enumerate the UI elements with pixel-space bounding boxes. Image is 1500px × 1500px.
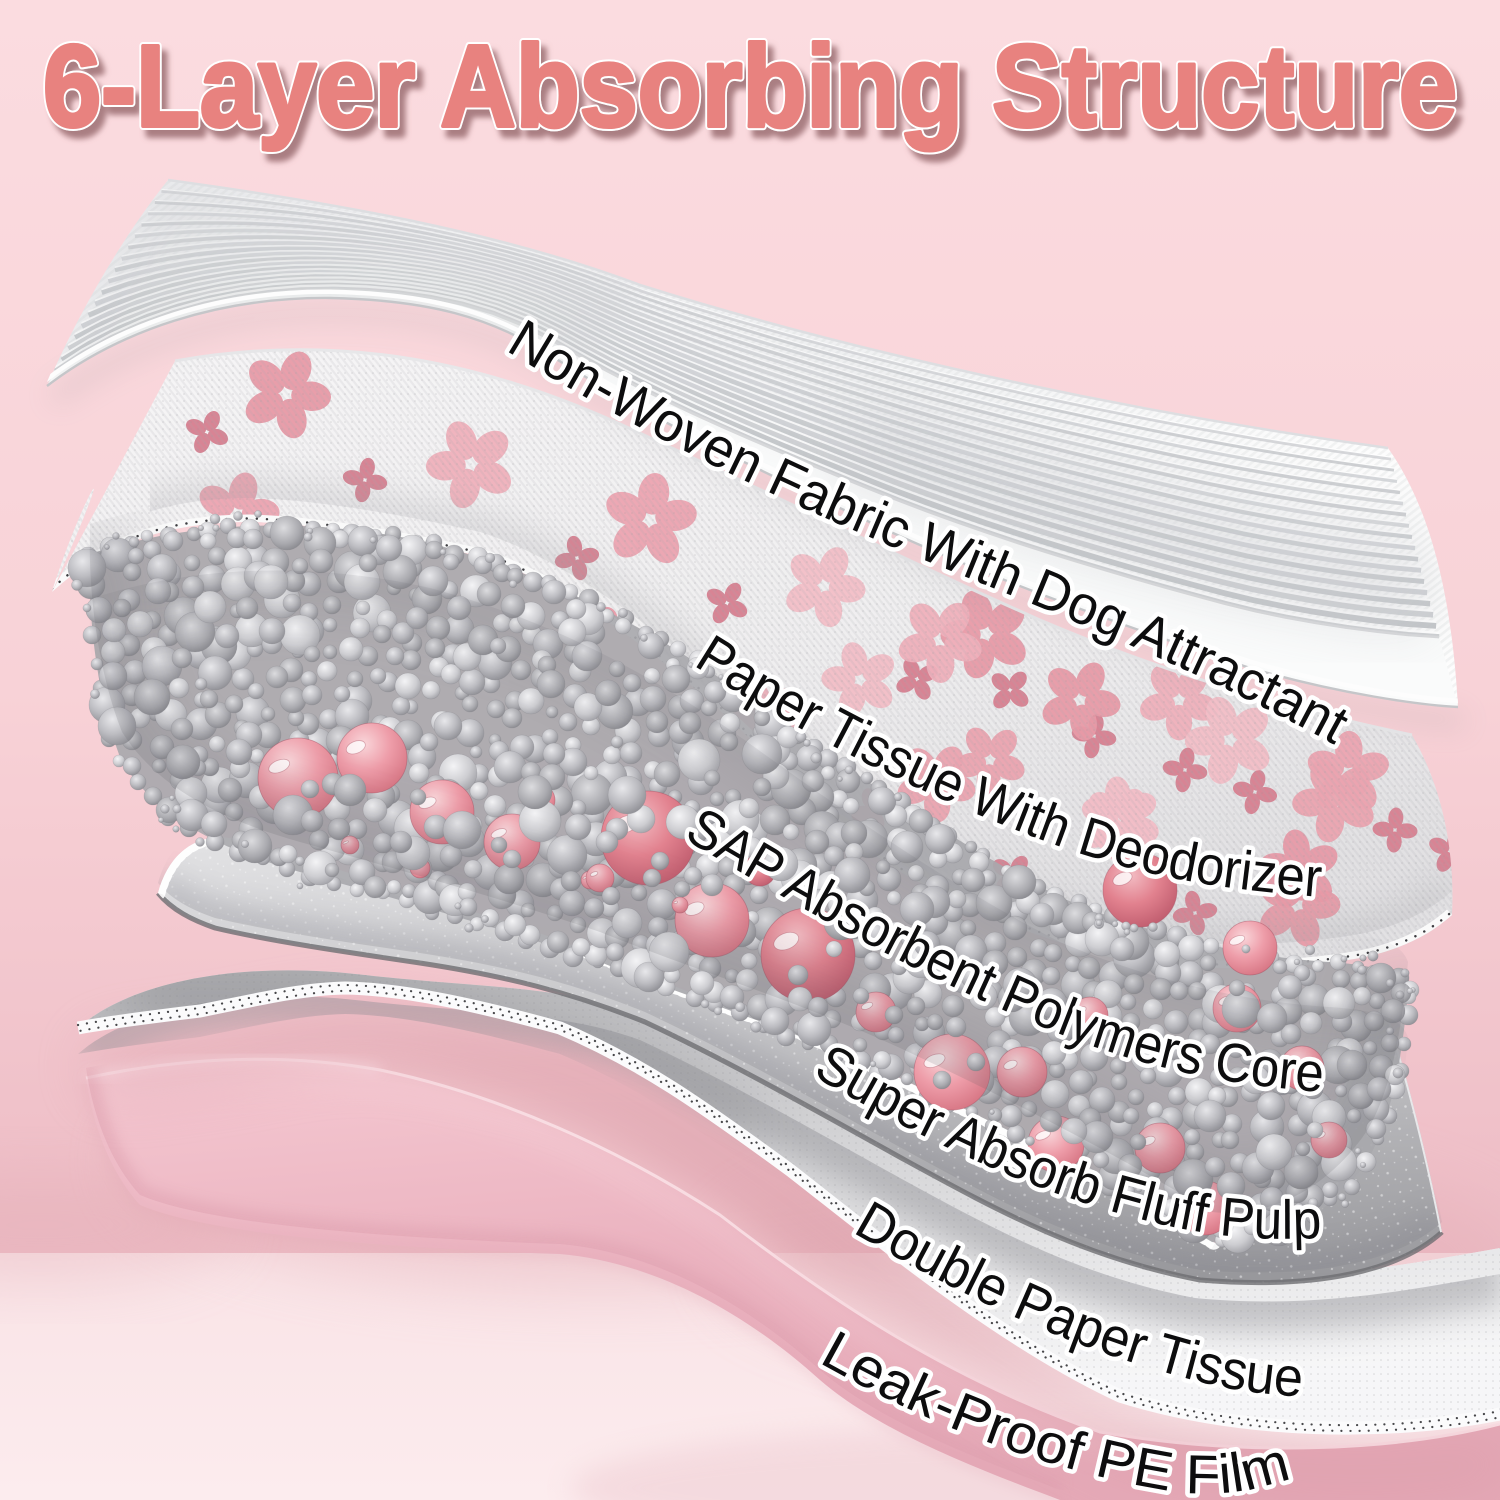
svg-text:6-Layer Absorbing Structure: 6-Layer Absorbing Structure <box>43 21 1457 151</box>
svg-text:6-Layer Absorbing Structure: 6-Layer Absorbing Structure <box>43 21 1457 151</box>
